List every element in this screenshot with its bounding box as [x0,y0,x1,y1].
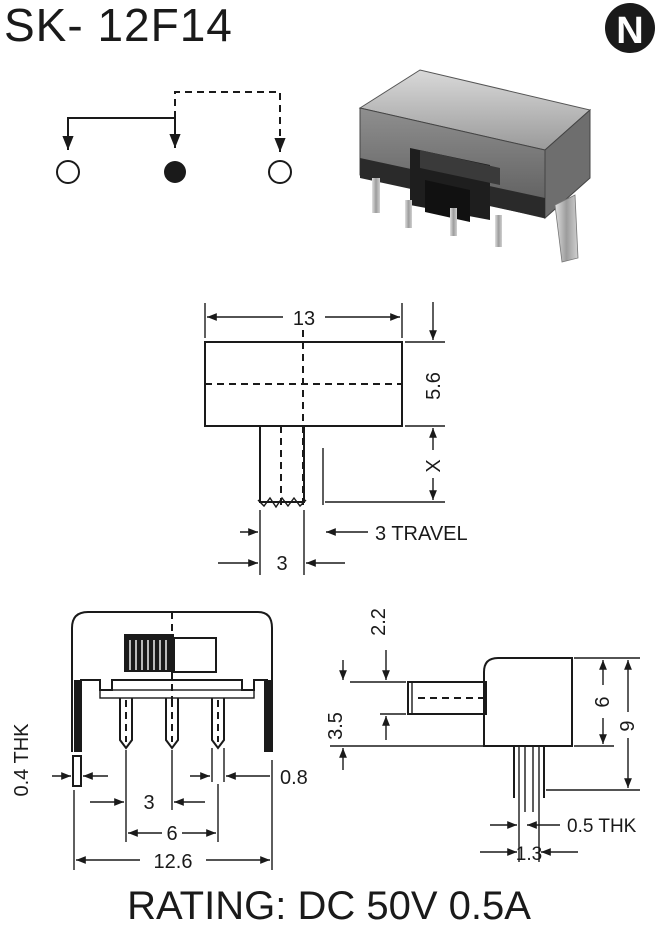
knob-size-label: 2.2 [368,608,390,636]
dim-x-label: X [423,459,445,472]
travel-label: 3 TRAVEL [375,523,468,545]
switch-schematic [56,91,292,184]
pin-width-label: 0.8 [280,767,308,789]
top-view: 13 5.6 X 3 TRAVEL 3 [204,302,468,575]
manufacturer-logo: N [605,3,655,53]
knob-offset-label: 3.5 [325,712,347,740]
knob-width-label: 3 [276,553,287,575]
terminal-left [56,160,80,184]
pin-pitch-side-label: 1.3 [516,844,542,865]
pin-span-label: 6 [166,823,177,845]
dim-height-label: 5.6 [423,372,445,400]
pin-pitch-label: 3 [143,792,154,814]
logo-letter: N [616,10,643,52]
rating-label: RATING: DC 50V 0.5A [127,884,531,928]
terminal-right [268,160,292,184]
product-illustration [358,69,592,263]
part-number-title: SK- 12F14 [4,0,233,51]
total-width-label: 12.6 [154,851,193,873]
dim-width-label: 13 [293,308,315,330]
pin-thickness-label: 0.5 THK [567,816,637,837]
side-view-knob [407,681,487,715]
body-height-label: 6 [592,696,614,707]
thickness-label: 0.4 THK [11,723,33,797]
terminal-common [164,161,186,183]
total-height-label: 9 [617,720,639,731]
front-view: 0.4 THK 0.8 3 6 12.6 [11,611,308,873]
side-view: 2.2 3.5 6 9 0.5 THK 1.3 [325,608,640,865]
